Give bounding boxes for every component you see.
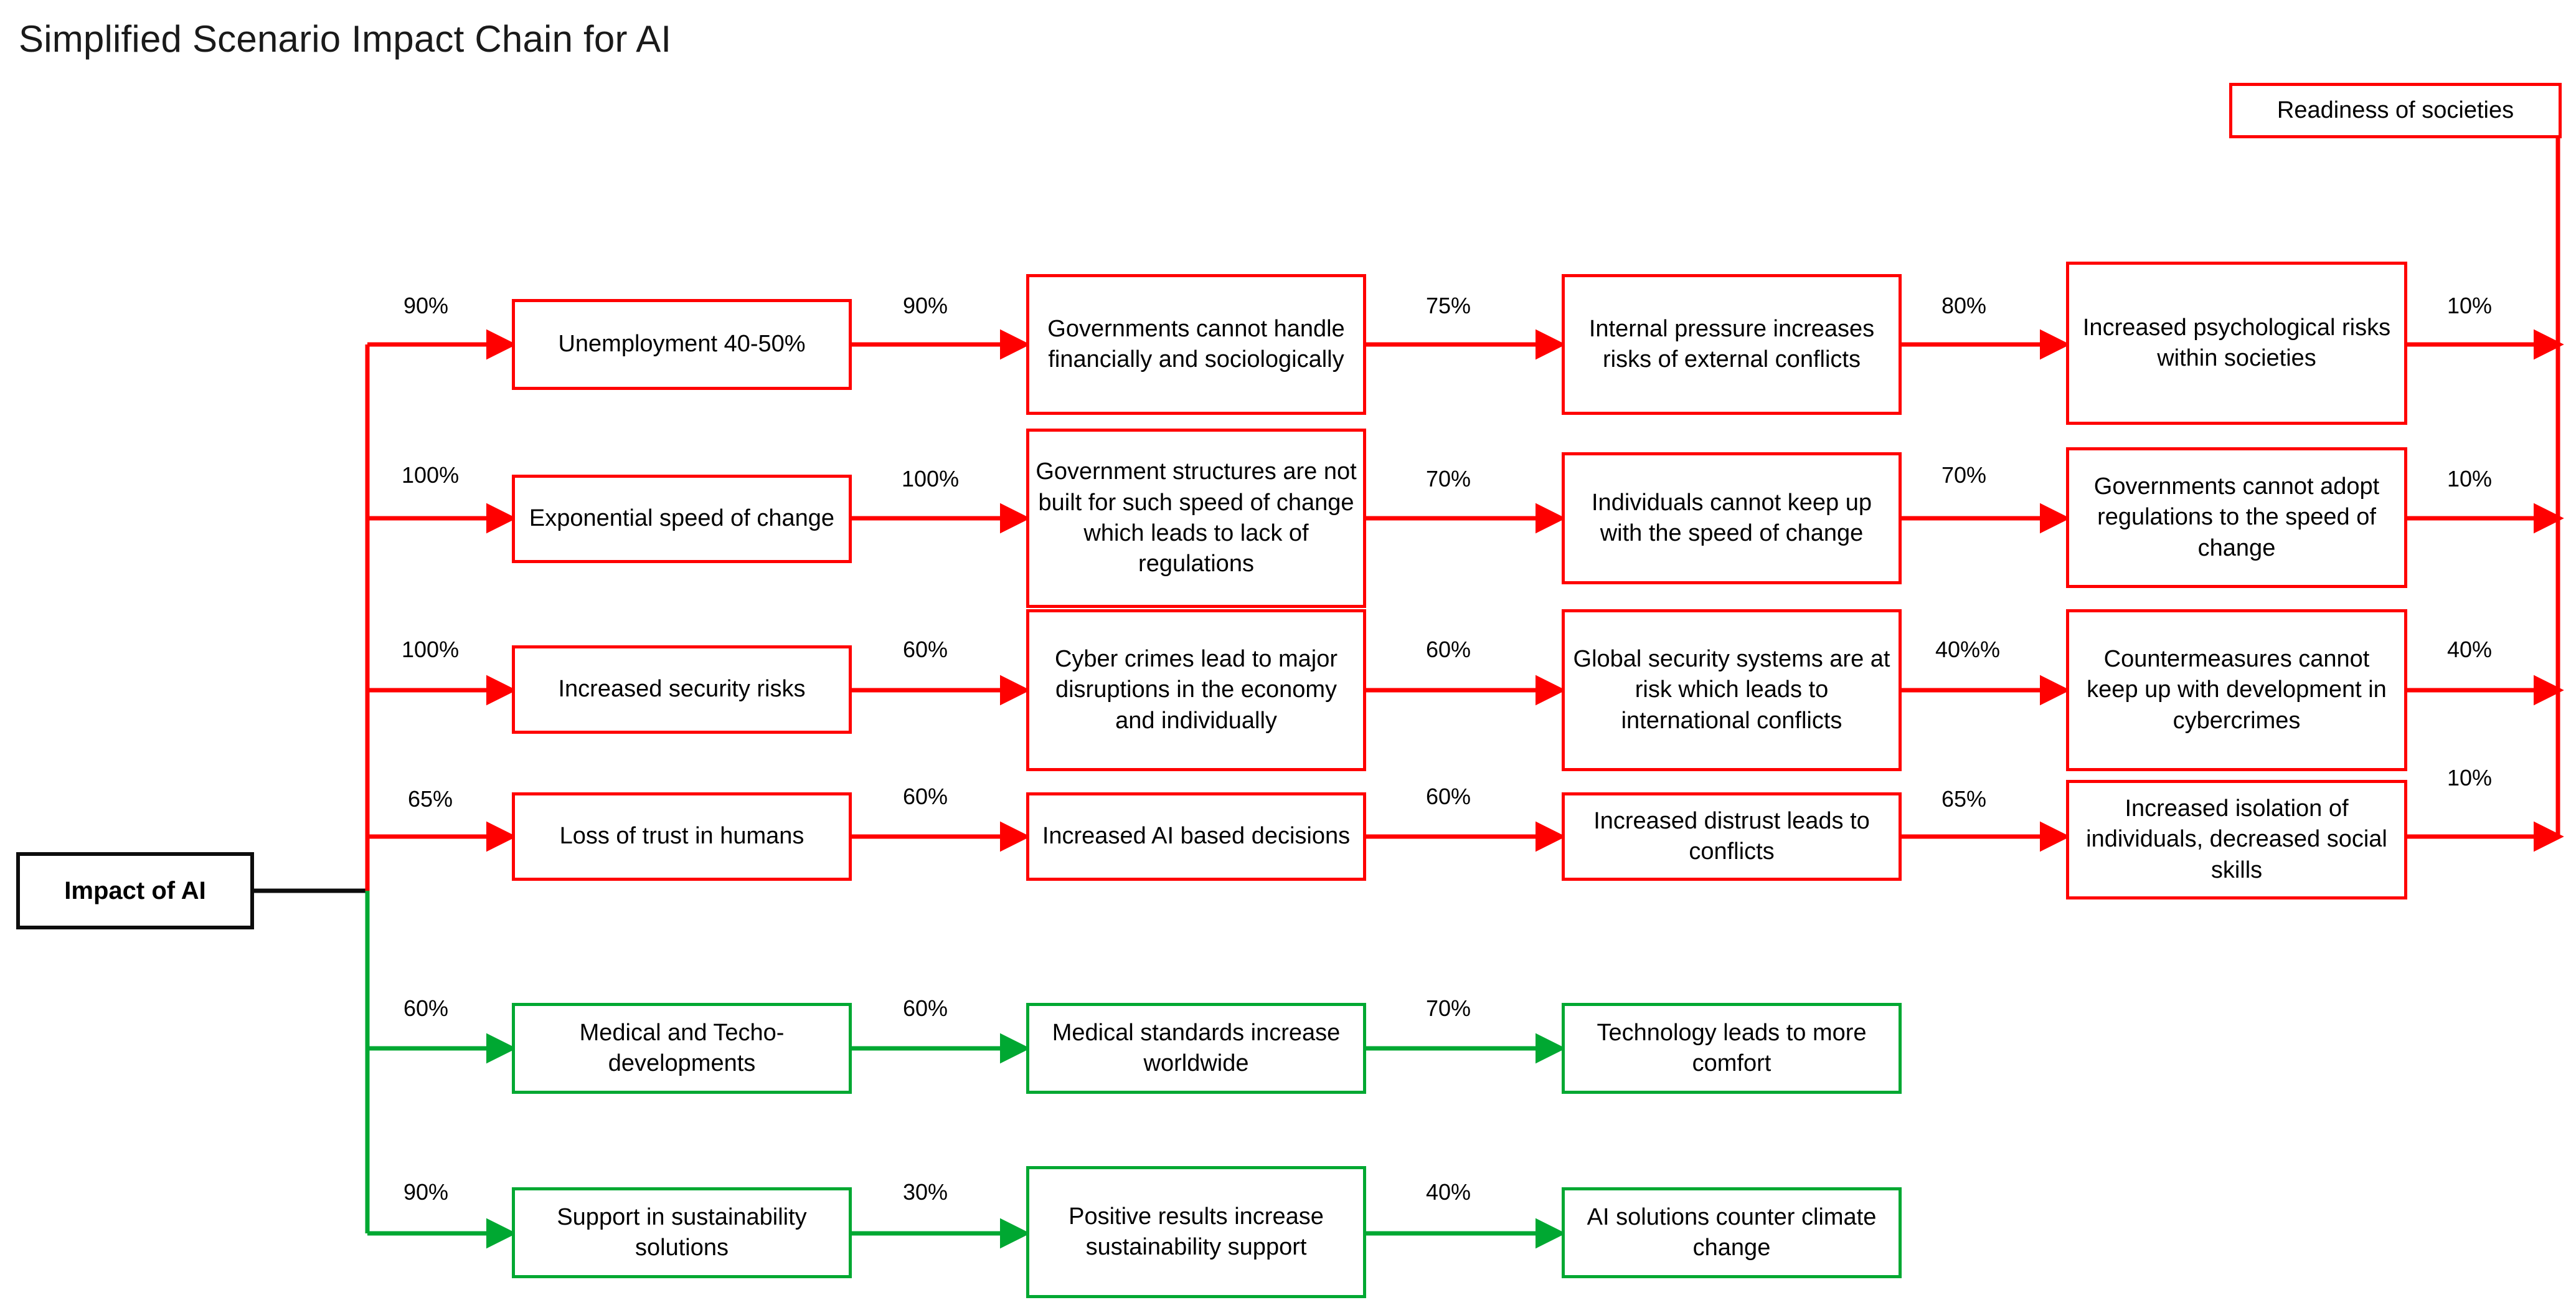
outcome-node[interactable]: Readiness of societies bbox=[2229, 83, 2562, 138]
pct-root-r1: 90% bbox=[403, 293, 449, 318]
node-label: Increased AI based decisions bbox=[1042, 823, 1351, 850]
node-r6-c1[interactable]: Support in sustainability solutions bbox=[512, 1187, 852, 1278]
pct-r3-c2: 60% bbox=[1426, 637, 1471, 662]
pct-r2-c1: 100% bbox=[902, 466, 960, 491]
node-r2-c1[interactable]: Exponential speed of change bbox=[512, 475, 852, 563]
node-r6-c3[interactable]: AI solutions counter climate change bbox=[1562, 1187, 1902, 1278]
pct-r1-c3: 80% bbox=[1941, 293, 1987, 318]
pct-r5-c2: 70% bbox=[1426, 995, 1471, 1021]
pct-r5-c1: 60% bbox=[903, 995, 948, 1021]
node-label: Technology leads to more comfort bbox=[1597, 1019, 1867, 1076]
pct-r3-c4: 40% bbox=[2447, 637, 2493, 662]
node-label: Governments cannot adopt regulations to … bbox=[2093, 473, 2380, 561]
node-r6-c2[interactable]: Positive results increase sustainability… bbox=[1026, 1166, 1366, 1298]
pct-r1-c1: 90% bbox=[903, 293, 948, 318]
pct-r2-c2: 70% bbox=[1426, 466, 1471, 491]
node-label: AI solutions counter climate change bbox=[1587, 1203, 1877, 1261]
node-label: Internal pressure increases risks of ext… bbox=[1588, 315, 1875, 373]
node-label: Increased security risks bbox=[558, 676, 806, 703]
node-r3-c3[interactable]: Global security systems are at risk whic… bbox=[1562, 609, 1902, 771]
pct-root-r4: 65% bbox=[408, 786, 453, 812]
node-label: Cyber crimes lead to major disruptions i… bbox=[1054, 645, 1338, 734]
node-r2-c2[interactable]: Government structures are not built for … bbox=[1026, 429, 1366, 608]
node-r1-c1[interactable]: Unemployment 40-50% bbox=[512, 299, 852, 390]
node-r3-c1[interactable]: Increased security risks bbox=[512, 645, 852, 734]
node-label: Loss of trust in humans bbox=[559, 823, 804, 850]
node-r4-c2[interactable]: Increased AI based decisions bbox=[1026, 792, 1366, 881]
node-r4-c3[interactable]: Increased distrust leads to conflicts bbox=[1562, 792, 1902, 881]
pct-root-r2: 100% bbox=[402, 462, 460, 488]
node-label: Exponential speed of change bbox=[529, 505, 835, 532]
pct-r4-c2: 60% bbox=[1426, 784, 1471, 809]
page-title: Simplified Scenario Impact Chain for AI bbox=[19, 18, 672, 60]
node-label: Increased psychological risks within soc… bbox=[2082, 314, 2391, 371]
node-label: Support in sustainability solutions bbox=[557, 1203, 807, 1261]
node-label: Countermeasures cannot keep up with deve… bbox=[2087, 645, 2387, 734]
pct-r4-c1: 60% bbox=[903, 784, 948, 809]
pct-r1-c2: 75% bbox=[1426, 293, 1471, 318]
outcome-node-label: Readiness of societies bbox=[2276, 97, 2514, 123]
node-label: Medical and Techo-developments bbox=[579, 1019, 785, 1076]
node-r2-c4[interactable]: Governments cannot adopt regulations to … bbox=[2066, 447, 2407, 588]
node-label: Government structures are not built for … bbox=[1036, 458, 1357, 577]
node-label: Medical standards increase worldwide bbox=[1052, 1019, 1341, 1076]
pct-root-r5: 60% bbox=[403, 995, 449, 1021]
node-r4-c4[interactable]: Increased isolation of individuals, decr… bbox=[2066, 780, 2407, 899]
node-label: Global security systems are at risk whic… bbox=[1573, 645, 1890, 734]
pct-r2-c3: 70% bbox=[1941, 462, 1987, 488]
pct-r3-c1: 60% bbox=[903, 637, 948, 662]
node-label: Governments cannot handle financially an… bbox=[1047, 315, 1345, 373]
pct-r2-c4: 10% bbox=[2447, 466, 2493, 491]
node-r1-c3[interactable]: Internal pressure increases risks of ext… bbox=[1562, 274, 1902, 415]
node-r1-c2[interactable]: Governments cannot handle financially an… bbox=[1026, 274, 1366, 415]
node-r3-c4[interactable]: Countermeasures cannot keep up with deve… bbox=[2066, 609, 2407, 771]
node-r5-c1[interactable]: Medical and Techo-developments bbox=[512, 1003, 852, 1094]
pct-r1-c4: 10% bbox=[2447, 293, 2493, 318]
node-label: Individuals cannot keep up with the spee… bbox=[1592, 489, 1872, 546]
node-r5-c2[interactable]: Medical standards increase worldwide bbox=[1026, 1003, 1366, 1094]
node-label: Positive results increase sustainability… bbox=[1069, 1203, 1324, 1260]
node-r3-c2[interactable]: Cyber crimes lead to major disruptions i… bbox=[1026, 609, 1366, 771]
pct-r4-c4: 10% bbox=[2447, 765, 2493, 790]
root-node-label: Impact of AI bbox=[64, 877, 206, 904]
pct-root-r6: 90% bbox=[403, 1179, 449, 1205]
node-r2-c3[interactable]: Individuals cannot keep up with the spee… bbox=[1562, 452, 1902, 584]
pct-r4-c3: 65% bbox=[1941, 786, 1987, 812]
node-r5-c3[interactable]: Technology leads to more comfort bbox=[1562, 1003, 1902, 1094]
node-label: Unemployment 40-50% bbox=[558, 331, 806, 358]
pct-r3-c3: 40%% bbox=[1935, 637, 2001, 662]
root-node[interactable]: Impact of AI bbox=[16, 852, 254, 929]
pct-r6-c2: 40% bbox=[1426, 1179, 1471, 1205]
node-label: Increased distrust leads to conflicts bbox=[1593, 807, 1870, 865]
node-label: Increased isolation of individuals, decr… bbox=[2086, 795, 2387, 883]
pct-root-r3: 100% bbox=[402, 637, 460, 662]
node-r1-c4[interactable]: Increased psychological risks within soc… bbox=[2066, 262, 2407, 425]
pct-r6-c1: 30% bbox=[903, 1179, 948, 1205]
node-r4-c1[interactable]: Loss of trust in humans bbox=[512, 792, 852, 881]
